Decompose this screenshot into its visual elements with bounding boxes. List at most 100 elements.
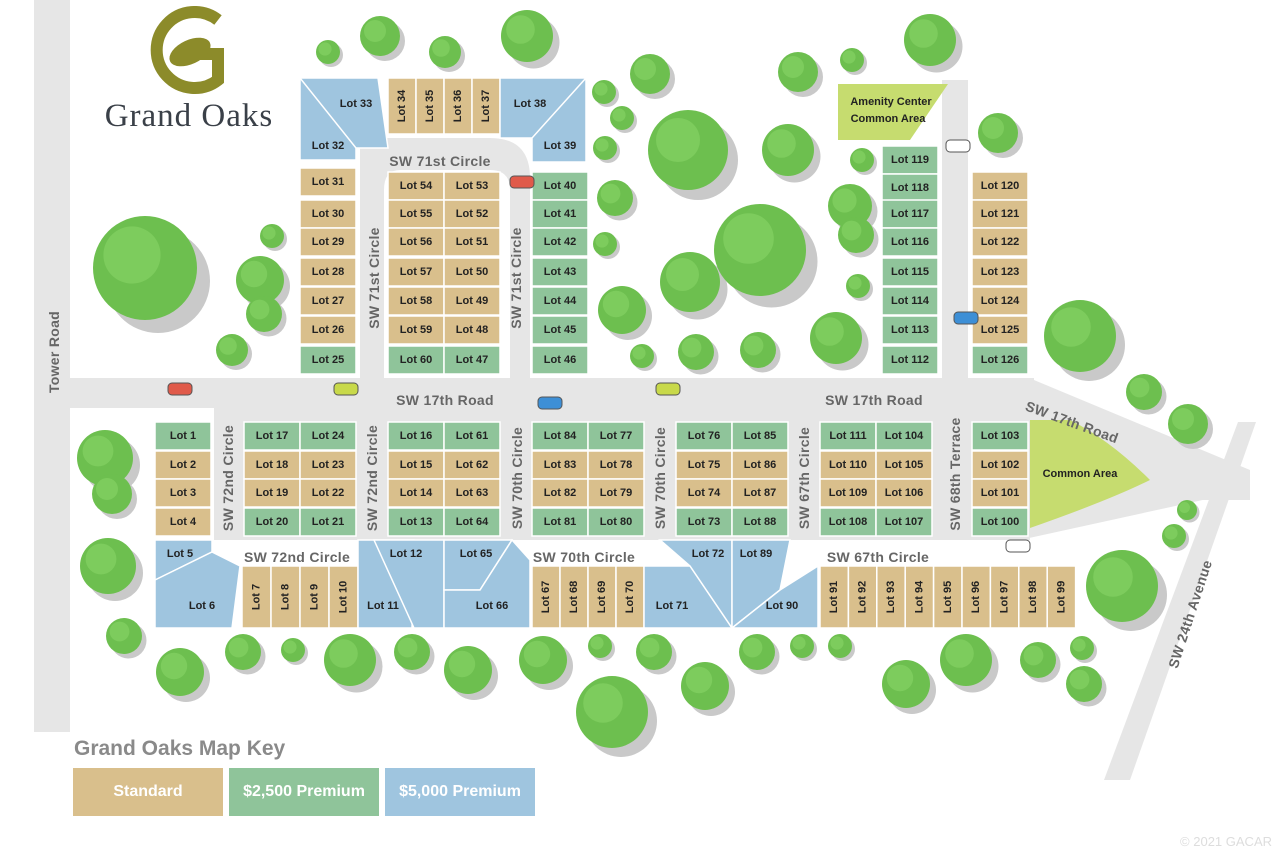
lot-10-parcel[interactable] [328,565,359,629]
lot-84-parcel[interactable] [531,421,589,451]
lot-25[interactable]: Lot 25 [299,345,357,375]
lot-74-parcel[interactable] [675,478,733,508]
lot-37[interactable]: Lot 37 [471,77,501,135]
lot-75[interactable]: Lot 75 [675,450,733,480]
lot-57[interactable]: Lot 57 [387,257,445,287]
lot-17[interactable]: Lot 17 [243,421,301,451]
lot-39-parcel[interactable] [531,76,587,163]
lot-60-parcel[interactable] [387,345,445,375]
lot-111[interactable]: Lot 111 [819,421,877,451]
lot-82[interactable]: Lot 82 [531,478,589,508]
lot-21[interactable]: Lot 21 [299,507,357,537]
lot-77[interactable]: Lot 77 [587,421,645,451]
lot-117[interactable]: Lot 117 [881,199,939,229]
lot-101-parcel[interactable] [971,478,1029,508]
lot-14-parcel[interactable] [387,478,445,508]
lot-96-parcel[interactable] [961,565,992,629]
lot-64-parcel[interactable] [443,507,501,537]
lot-116[interactable]: Lot 116 [881,227,939,257]
lot-84[interactable]: Lot 84 [531,421,589,451]
lot-115-parcel[interactable] [881,257,939,287]
lot-56[interactable]: Lot 56 [387,227,445,257]
lot-57-parcel[interactable] [387,257,445,287]
lot-4-parcel[interactable] [154,507,212,537]
lot-126[interactable]: Lot 126 [971,345,1029,375]
lot-48[interactable]: Lot 48 [443,315,501,345]
lot-83-parcel[interactable] [531,450,589,480]
lot-63[interactable]: Lot 63 [443,478,501,508]
lot-31-parcel[interactable] [299,167,357,197]
lot-53-parcel[interactable] [443,171,501,201]
lot-110-parcel[interactable] [819,450,877,480]
lot-36[interactable]: Lot 36 [443,77,473,135]
lot-85-parcel[interactable] [731,421,789,451]
lot-9[interactable]: Lot 9 [299,565,330,629]
lot-33[interactable]: Lot 33 [298,77,389,149]
lot-91[interactable]: Lot 91 [819,565,850,629]
lot-44[interactable]: Lot 44 [531,286,589,316]
lot-43-parcel[interactable] [531,257,589,287]
lot-1-parcel[interactable] [154,421,212,451]
lot-66-parcel[interactable] [443,538,531,629]
lot-3[interactable]: Lot 3 [154,478,212,508]
lot-7[interactable]: Lot 7 [241,565,272,629]
lot-23-parcel[interactable] [299,450,357,480]
lot-53[interactable]: Lot 53 [443,171,501,201]
lot-26-parcel[interactable] [299,315,357,345]
lot-20-parcel[interactable] [243,507,301,537]
lot-44-parcel[interactable] [531,286,589,316]
lot-124[interactable]: Lot 124 [971,286,1029,316]
lot-78-parcel[interactable] [587,450,645,480]
lot-94-parcel[interactable] [904,565,935,629]
lot-67[interactable]: Lot 67 [531,565,561,629]
lot-27-parcel[interactable] [299,286,357,316]
lot-119-parcel[interactable] [881,145,939,175]
lot-62[interactable]: Lot 62 [443,450,501,480]
lot-107[interactable]: Lot 107 [875,507,933,537]
lot-103-parcel[interactable] [971,421,1029,451]
lot-93[interactable]: Lot 93 [876,565,906,629]
lot-55-parcel[interactable] [387,199,445,229]
lot-43[interactable]: Lot 43 [531,257,589,287]
lot-39[interactable]: Lot 39 [531,76,587,163]
lot-79[interactable]: Lot 79 [587,478,645,508]
lot-54[interactable]: Lot 54 [387,171,445,201]
lot-52[interactable]: Lot 52 [443,199,501,229]
lot-6-parcel[interactable] [154,551,241,629]
lot-51[interactable]: Lot 51 [443,227,501,257]
lot-77-parcel[interactable] [587,421,645,451]
lot-50[interactable]: Lot 50 [443,257,501,287]
lot-115[interactable]: Lot 115 [881,257,939,287]
lot-6[interactable]: Lot 6 [154,551,241,629]
lot-69[interactable]: Lot 69 [587,565,617,629]
lot-41[interactable]: Lot 41 [531,199,589,229]
lot-124-parcel[interactable] [971,286,1029,316]
lot-49[interactable]: Lot 49 [443,286,501,316]
lot-109[interactable]: Lot 109 [819,478,877,508]
lot-98[interactable]: Lot 98 [1018,565,1048,629]
lot-101[interactable]: Lot 101 [971,478,1029,508]
lot-100[interactable]: Lot 100 [971,507,1029,537]
lot-59[interactable]: Lot 59 [387,315,445,345]
lot-120-parcel[interactable] [971,171,1029,201]
lot-35[interactable]: Lot 35 [415,77,445,135]
lot-22[interactable]: Lot 22 [299,478,357,508]
lot-99[interactable]: Lot 99 [1046,565,1077,629]
lot-16-parcel[interactable] [387,421,445,451]
lot-87-parcel[interactable] [731,478,789,508]
lot-106-parcel[interactable] [875,478,933,508]
lot-111-parcel[interactable] [819,421,877,451]
lot-125[interactable]: Lot 125 [971,315,1029,345]
lot-76-parcel[interactable] [675,421,733,451]
lot-114-parcel[interactable] [881,286,939,316]
lot-55[interactable]: Lot 55 [387,199,445,229]
lot-107-parcel[interactable] [875,507,933,537]
lot-5[interactable]: Lot 5 [154,539,213,582]
lot-25-parcel[interactable] [299,345,357,375]
lot-123[interactable]: Lot 123 [971,257,1029,287]
lot-66[interactable]: Lot 66 [443,538,531,629]
lot-88[interactable]: Lot 88 [731,507,789,537]
lot-112-parcel[interactable] [881,345,939,375]
lot-13[interactable]: Lot 13 [387,507,445,537]
lot-41-parcel[interactable] [531,199,589,229]
